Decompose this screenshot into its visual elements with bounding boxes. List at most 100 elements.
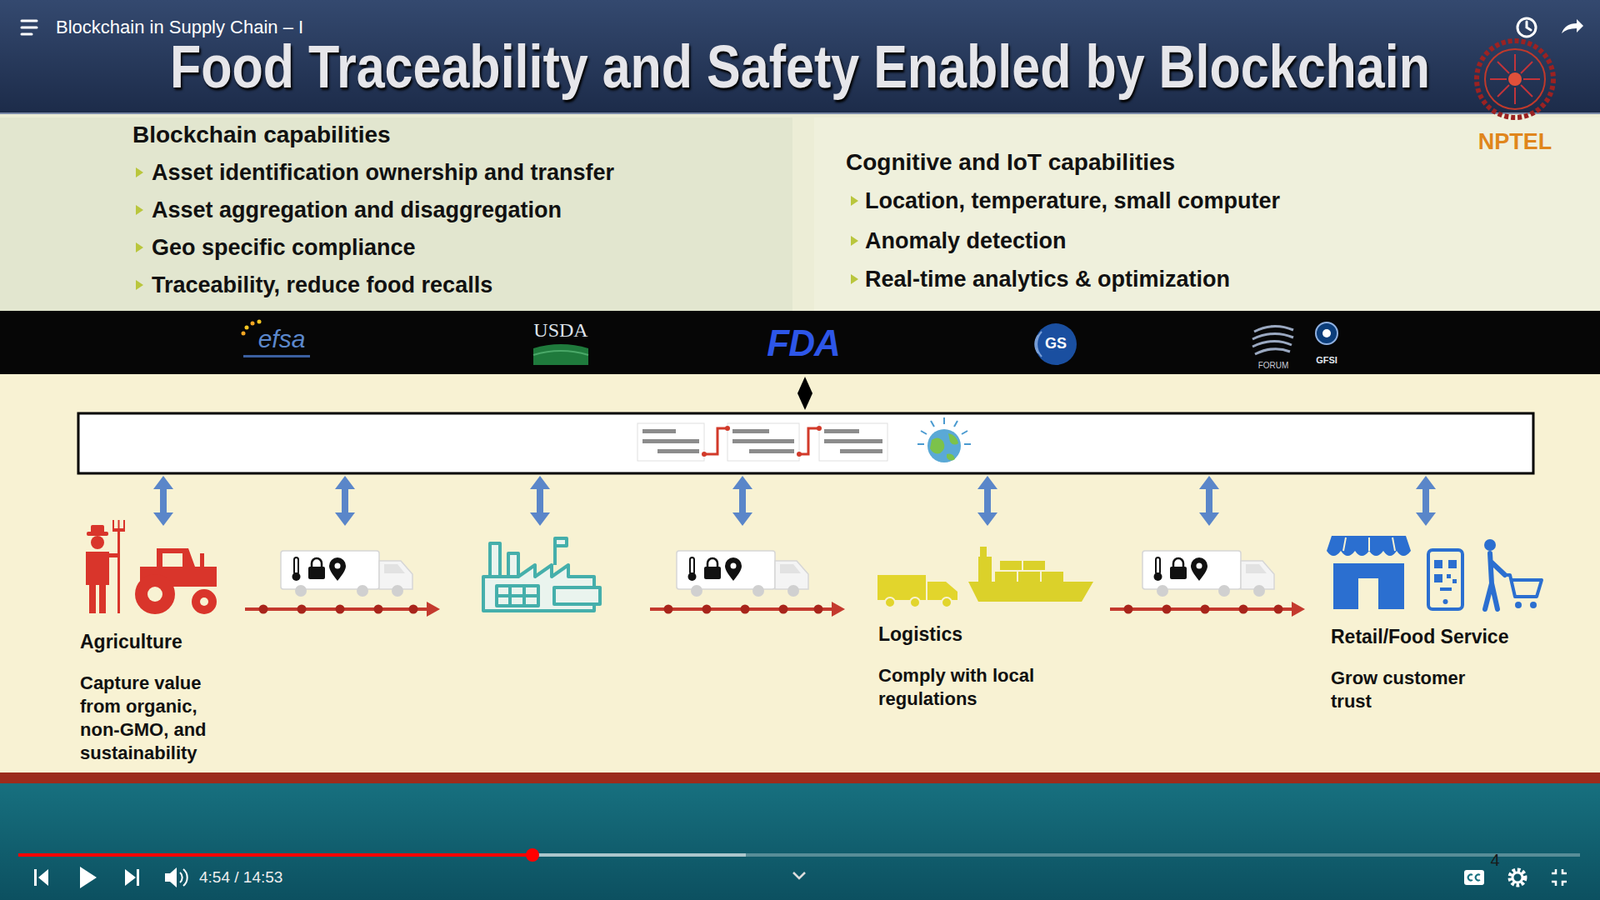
- player-top-icons: [1517, 18, 1536, 37]
- connector-diamond: [797, 376, 813, 410]
- player-controls: [165, 867, 177, 888]
- factory-icon: [555, 538, 567, 546]
- nptel-logo: [1497, 61, 1510, 74]
- double-arrows: [153, 475, 1436, 526]
- regulator-logo-graphics: [1035, 335, 1039, 354]
- block-chain-graphic: [732, 439, 795, 444]
- regulator-logo-graphics: [1035, 323, 1077, 365]
- double-arrows: [732, 475, 753, 526]
- bullet-text: Location, temperature, small computer: [865, 187, 1280, 215]
- logo-caption: NPTEL: [1478, 128, 1553, 155]
- panel-heading: Blockchain capabilities: [132, 120, 391, 150]
- bullet-marker: [135, 167, 859, 290]
- regulator-logo-graphics: [533, 344, 589, 365]
- regulator-logo-graphics: [241, 320, 1339, 366]
- shopper-icon: [1484, 539, 1542, 610]
- logistics-truck: [910, 597, 920, 608]
- player-controls: [125, 869, 136, 886]
- player-controls: [136, 869, 140, 886]
- nptel-logo: [1476, 40, 1554, 118]
- bullet-marker: [850, 274, 859, 285]
- bullet-marker: [135, 242, 144, 253]
- player-controls: [793, 872, 805, 879]
- regulator-logo-graphics: [533, 350, 589, 355]
- block-chain-graphic: [799, 428, 820, 455]
- watson-globe: [917, 443, 925, 445]
- nptel-logo: [1523, 78, 1540, 80]
- blockchain-bar: [78, 413, 1534, 474]
- cargo-ship: [1041, 571, 1064, 582]
- slide-title: Food Traceability and Safety Enabled by …: [170, 30, 1430, 103]
- block-chain-graphic: [796, 451, 802, 457]
- cargo-ship: [980, 546, 987, 557]
- qr-phone-icon: [1428, 550, 1463, 610]
- farmer-icon: [112, 520, 125, 532]
- stage-note: Comply with local regulations: [878, 664, 1058, 711]
- stage-note: Capture value from organic, non-GMO, and…: [80, 671, 222, 765]
- nptel-logo: [1490, 54, 1540, 105]
- tractor-icon: [135, 574, 175, 615]
- block-chain-graphic: [637, 423, 705, 461]
- player-controls: [18, 848, 1580, 889]
- cargo-ship: [968, 581, 1094, 602]
- stage-heading: Logistics: [878, 623, 963, 647]
- player-controls: [1551, 869, 1567, 886]
- slide-background: [814, 117, 1600, 311]
- slide-background: [0, 374, 1600, 773]
- logistics-truck: [941, 597, 952, 608]
- reefer-trucks: [1142, 550, 1275, 597]
- double-arrows: [153, 475, 174, 526]
- player-controls: [18, 853, 746, 857]
- logistics-truck: [885, 597, 895, 608]
- watson-globe: [946, 454, 955, 461]
- slide-background: [0, 772, 1600, 784]
- cargo-ship: [1000, 560, 1022, 570]
- nptel-logo: [1497, 85, 1510, 97]
- player-controls: [80, 866, 97, 889]
- bullet-text: Geo specific compliance: [151, 234, 416, 261]
- flow-arrows: [245, 601, 440, 617]
- tractor-icon: [191, 589, 217, 615]
- qr-phone-icon: [1434, 560, 1443, 569]
- player-controls: [18, 853, 533, 857]
- factory-icon: [496, 585, 539, 606]
- stage-note: Grow customer trust: [1330, 666, 1485, 714]
- regulator-logo-band: efsaUSDAFDAGSFORUMGFSI: [0, 310, 1600, 375]
- nptel-logo: [1514, 87, 1516, 105]
- logo-text: GS: [1045, 335, 1067, 354]
- time-display: 4:54 / 14:53: [199, 868, 283, 888]
- regulator-logo-graphics: [241, 331, 246, 336]
- shopper-icon: [1485, 553, 1505, 610]
- player-top-icons: [21, 33, 32, 36]
- regulator-logo-graphics: [1315, 322, 1338, 345]
- tractor-icon: [147, 586, 163, 602]
- cargo-ship: [978, 556, 992, 582]
- shopper-icon: [1484, 539, 1496, 551]
- bullet-text: Real-time analytics & optimization: [865, 265, 1230, 293]
- store-icon: [1333, 563, 1405, 610]
- factory-icon: [508, 553, 519, 577]
- shopper-icon: [1515, 601, 1522, 609]
- slide-background: [0, 114, 1600, 311]
- watson-globe: [917, 417, 971, 463]
- tractor-icon: [200, 597, 209, 606]
- regulator-logo-graphics: [243, 355, 310, 358]
- slide-background: [0, 112, 1600, 115]
- double-arrows: [335, 475, 355, 526]
- reefer-trucks: [280, 550, 413, 597]
- nptel-logo: [1520, 61, 1533, 74]
- block-chain-graphic: [704, 428, 728, 455]
- store-icon: [1358, 578, 1379, 610]
- logistics-truck: [927, 581, 958, 600]
- block-chain-graphic: [642, 429, 676, 434]
- regulator-logo-graphics: [245, 325, 250, 330]
- store-icon: [1392, 537, 1395, 551]
- block-chain-graphic: [824, 439, 883, 444]
- player-controls: [1468, 875, 1480, 881]
- watson-globe: [930, 420, 935, 427]
- watson-globe: [948, 433, 959, 445]
- cargo-ship: [1018, 571, 1040, 582]
- block-chain-graphic: [637, 423, 888, 461]
